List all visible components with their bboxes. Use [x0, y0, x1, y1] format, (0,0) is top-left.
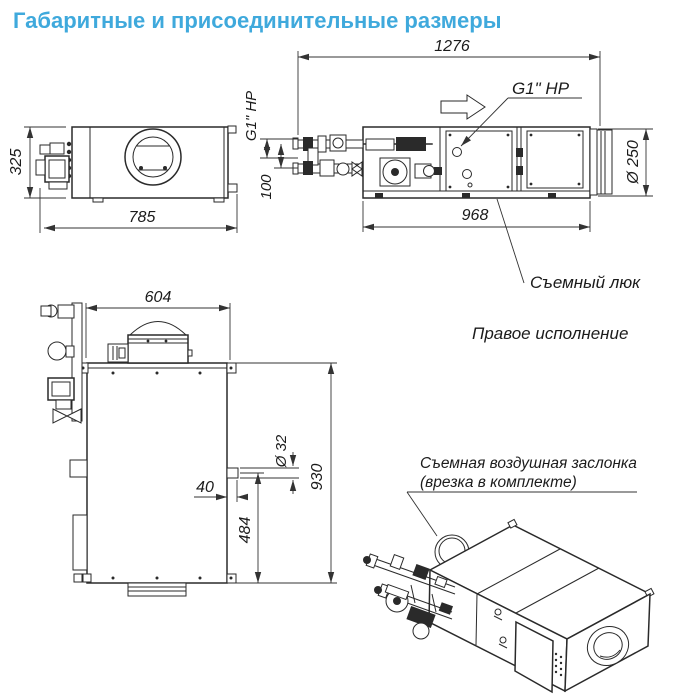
hatch-callout: Съемный люк	[496, 198, 641, 292]
dim-text-930: 930	[309, 464, 326, 491]
bottom-flange	[127, 582, 187, 597]
dim-width-785: 785	[39, 188, 238, 233]
variant-label: Правое исполнение	[472, 324, 628, 343]
fan-opening	[124, 128, 182, 186]
iso-piping-cluster	[363, 553, 456, 640]
duct-stub	[589, 128, 613, 196]
thread-top-label: G1" НР	[512, 79, 570, 98]
dim-text-40: 40	[196, 479, 214, 496]
iso-view: Съемная воздушная заслонка (врезка в ком…	[363, 455, 655, 694]
dim-text-325: 325	[8, 149, 25, 176]
dim-depth-930: 930	[236, 362, 337, 584]
g1-connection-port	[452, 147, 462, 157]
thread-side-label: G1" НР	[243, 91, 260, 141]
hatch-label: Съемный люк	[530, 273, 641, 292]
damper-label-line2: (врезка в комплекте)	[420, 474, 577, 491]
dim-text-1276: 1276	[434, 38, 470, 55]
side-view: 325 785	[8, 125, 238, 233]
dim-drain-32: Ø 32	[240, 434, 299, 494]
dim-overall-1276: 1276	[297, 38, 601, 135]
dim-text-785: 785	[129, 209, 156, 226]
dim-edge-40: 40	[194, 479, 248, 502]
service-panel	[445, 130, 513, 192]
dim-text-250: Ø 250	[625, 140, 642, 185]
drain-pipe	[226, 467, 239, 479]
dim-text-604: 604	[145, 289, 172, 306]
dim-offset-484: 484	[237, 472, 264, 583]
iso-duct-outlet	[586, 626, 630, 666]
damper-callout: Съемная воздушная заслонка (врезка в ком…	[406, 455, 637, 537]
top-view: 604	[40, 289, 337, 597]
mixing-unit	[362, 137, 442, 187]
iso-access-door	[514, 620, 563, 694]
top-view-piping	[40, 302, 88, 571]
dim-text-100: 100	[258, 174, 275, 200]
dim-text-968: 968	[462, 207, 489, 224]
hatch-panel	[516, 127, 584, 191]
top-view-body	[86, 362, 228, 584]
dim-text-32: Ø 32	[273, 434, 290, 468]
dim-height-325: 325	[8, 126, 66, 199]
thread-callout: G1" НР	[460, 79, 582, 147]
page-title: Габаритные и присоединительные размеры	[13, 8, 502, 33]
damper-label-line1: Съемная воздушная заслонка	[420, 455, 637, 472]
supply-return-pipes	[292, 134, 364, 177]
fan-dome	[107, 321, 193, 364]
pipe-spacing-dims: G1" НР 100	[243, 91, 298, 200]
side-view-valve-cluster	[35, 141, 72, 190]
dim-text-484: 484	[237, 517, 254, 544]
dim-body-968: 968	[362, 201, 591, 232]
dim-duct-250: Ø 250	[598, 128, 653, 197]
front-view: 1276	[243, 38, 653, 292]
airflow-arrow-icon	[440, 94, 486, 120]
side-view-body	[71, 126, 229, 199]
dim-width-604: 604	[85, 289, 231, 360]
